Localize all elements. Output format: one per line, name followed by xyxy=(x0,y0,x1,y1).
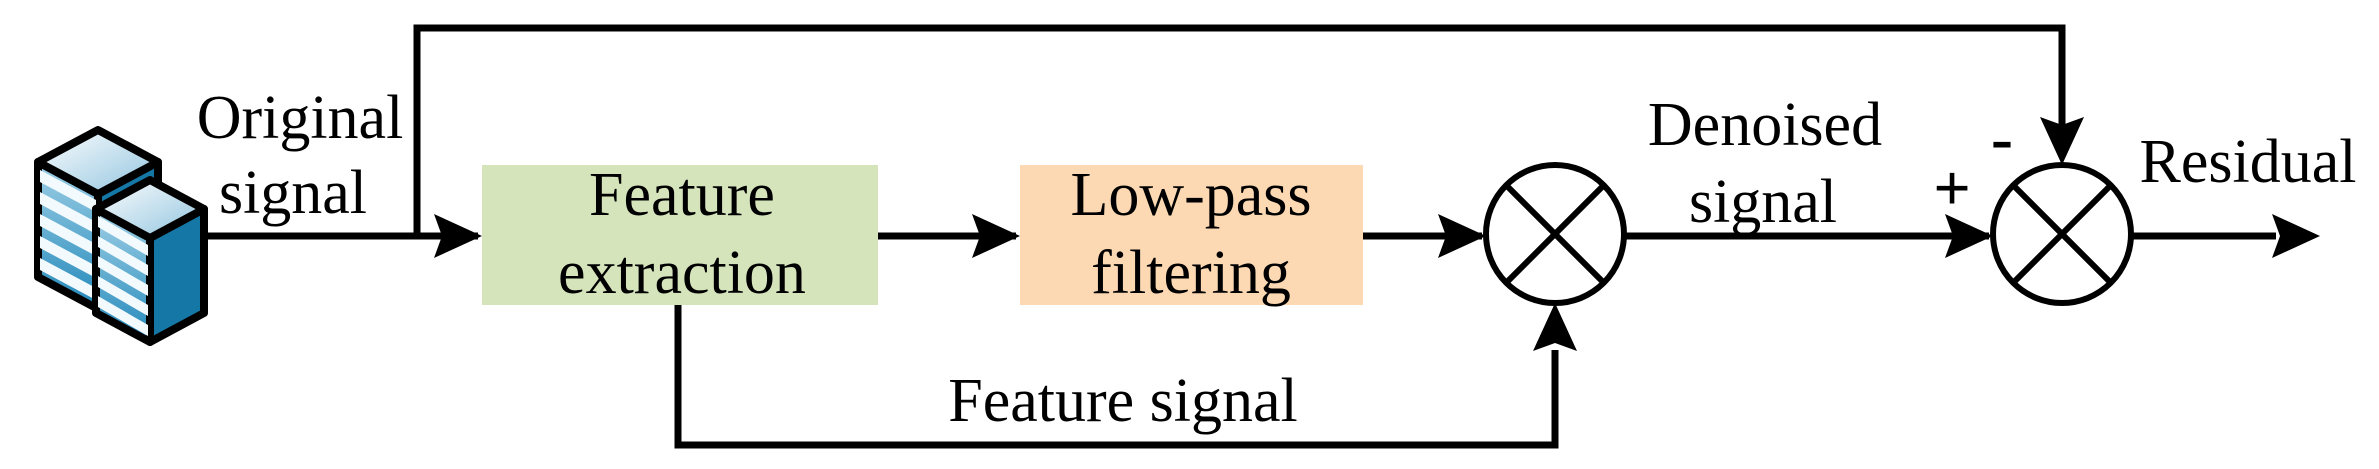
feature-signal-edge xyxy=(674,305,1559,449)
server-tower-front xyxy=(92,176,208,346)
original-signal-label: Original signal xyxy=(197,84,404,227)
plus-sign-label: + xyxy=(1933,152,1971,225)
denoised-signal-label: Denoised signal xyxy=(1648,91,1882,236)
low-pass-label-line2: filtering xyxy=(1091,239,1291,307)
server-tower-back xyxy=(34,126,162,313)
minus-sign-label: - xyxy=(1991,102,2013,175)
arrowhead-into-multiplier xyxy=(1438,214,1486,258)
feature-signal-label: Feature signal xyxy=(948,367,1298,435)
arrowhead-feature-into-multiplier xyxy=(1533,303,1577,351)
original-signal-line1: Original xyxy=(197,84,404,152)
residual-label: Residual xyxy=(2140,128,2357,196)
arrowhead-into-lowpass xyxy=(972,214,1020,258)
denoised-signal-line2: signal xyxy=(1689,168,1837,236)
arrowhead-output xyxy=(2272,214,2320,258)
low-pass-label-line1: Low-pass xyxy=(1070,161,1311,229)
summer-node-icon xyxy=(1990,162,2134,306)
multiplier-node-icon xyxy=(1483,162,1627,306)
feature-extraction-label-line1: Feature xyxy=(589,161,775,229)
feature-extraction-box xyxy=(482,165,878,305)
original-signal-line2: signal xyxy=(219,159,367,227)
block-feature-extraction: Feature extraction xyxy=(482,161,878,307)
feature-extraction-label-line2: extraction xyxy=(558,239,806,307)
denoised-signal-line1: Denoised xyxy=(1648,91,1882,159)
arrowhead-into-feature xyxy=(434,214,482,258)
block-low-pass-filtering: Low-pass filtering xyxy=(1020,161,1363,307)
arrowhead-minus-into-summer xyxy=(2040,117,2084,165)
low-pass-filtering-box xyxy=(1020,165,1363,305)
server-database-icon xyxy=(34,126,208,346)
arrowhead-plus-into-summer xyxy=(1945,214,1993,258)
feedback-edge-original-signal xyxy=(413,24,2066,236)
